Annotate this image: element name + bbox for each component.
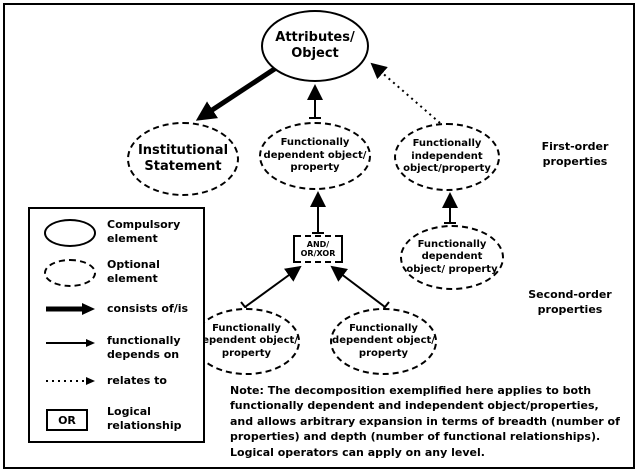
node-logical-operator: AND/ OR/XOR: [293, 235, 343, 263]
node-functionally-dependent-2: Functionally dependent object/ property: [400, 225, 504, 290]
node-functionally-dependent-1: Functionally dependent object/ property: [259, 122, 371, 190]
node-functionally-dependent-3: Functionally dependent object/ property: [193, 308, 300, 375]
legend-label-depends-on: functionally depends on: [107, 334, 181, 362]
legend-solid-ellipse-icon: [44, 219, 96, 247]
edge-fd4-logic: [330, 265, 386, 308]
legend-label-optional: Optional element: [107, 258, 160, 286]
diagram-frame: [3, 3, 635, 469]
edge-fd3-logic: [244, 265, 302, 308]
dotted-arrow-icon: [46, 377, 95, 385]
legend-label-relates-to: relates to: [107, 374, 167, 387]
edge-fi-attributes: [370, 62, 441, 124]
edge-attributes-institutional: [195, 65, 278, 121]
label-first-order: First-order properties: [541, 140, 609, 168]
node-attributes-object: Attributes/ Object: [261, 10, 369, 82]
legend: Compulsory element Optional element cons…: [28, 207, 205, 443]
node-functionally-independent: Functionally independent object/property: [394, 123, 500, 191]
thick-arrow-icon: [46, 303, 95, 315]
thin-arrow-icon: [46, 339, 95, 347]
legend-label-logical: Logical relationship: [107, 405, 182, 433]
legend-label-compulsory: Compulsory element: [107, 218, 181, 246]
legend-logical-box-icon: OR: [46, 409, 88, 431]
node-functionally-dependent-4: Functionally dependent object/ property: [330, 308, 437, 375]
node-institutional-statement: Institutional Statement: [127, 122, 239, 196]
legend-dashed-ellipse-icon: [44, 259, 96, 287]
note-text: Note: The decomposition exemplified here…: [230, 384, 620, 459]
label-second-order: Second-order properties: [528, 288, 612, 316]
legend-label-consists-of: consists of/is: [107, 302, 189, 315]
